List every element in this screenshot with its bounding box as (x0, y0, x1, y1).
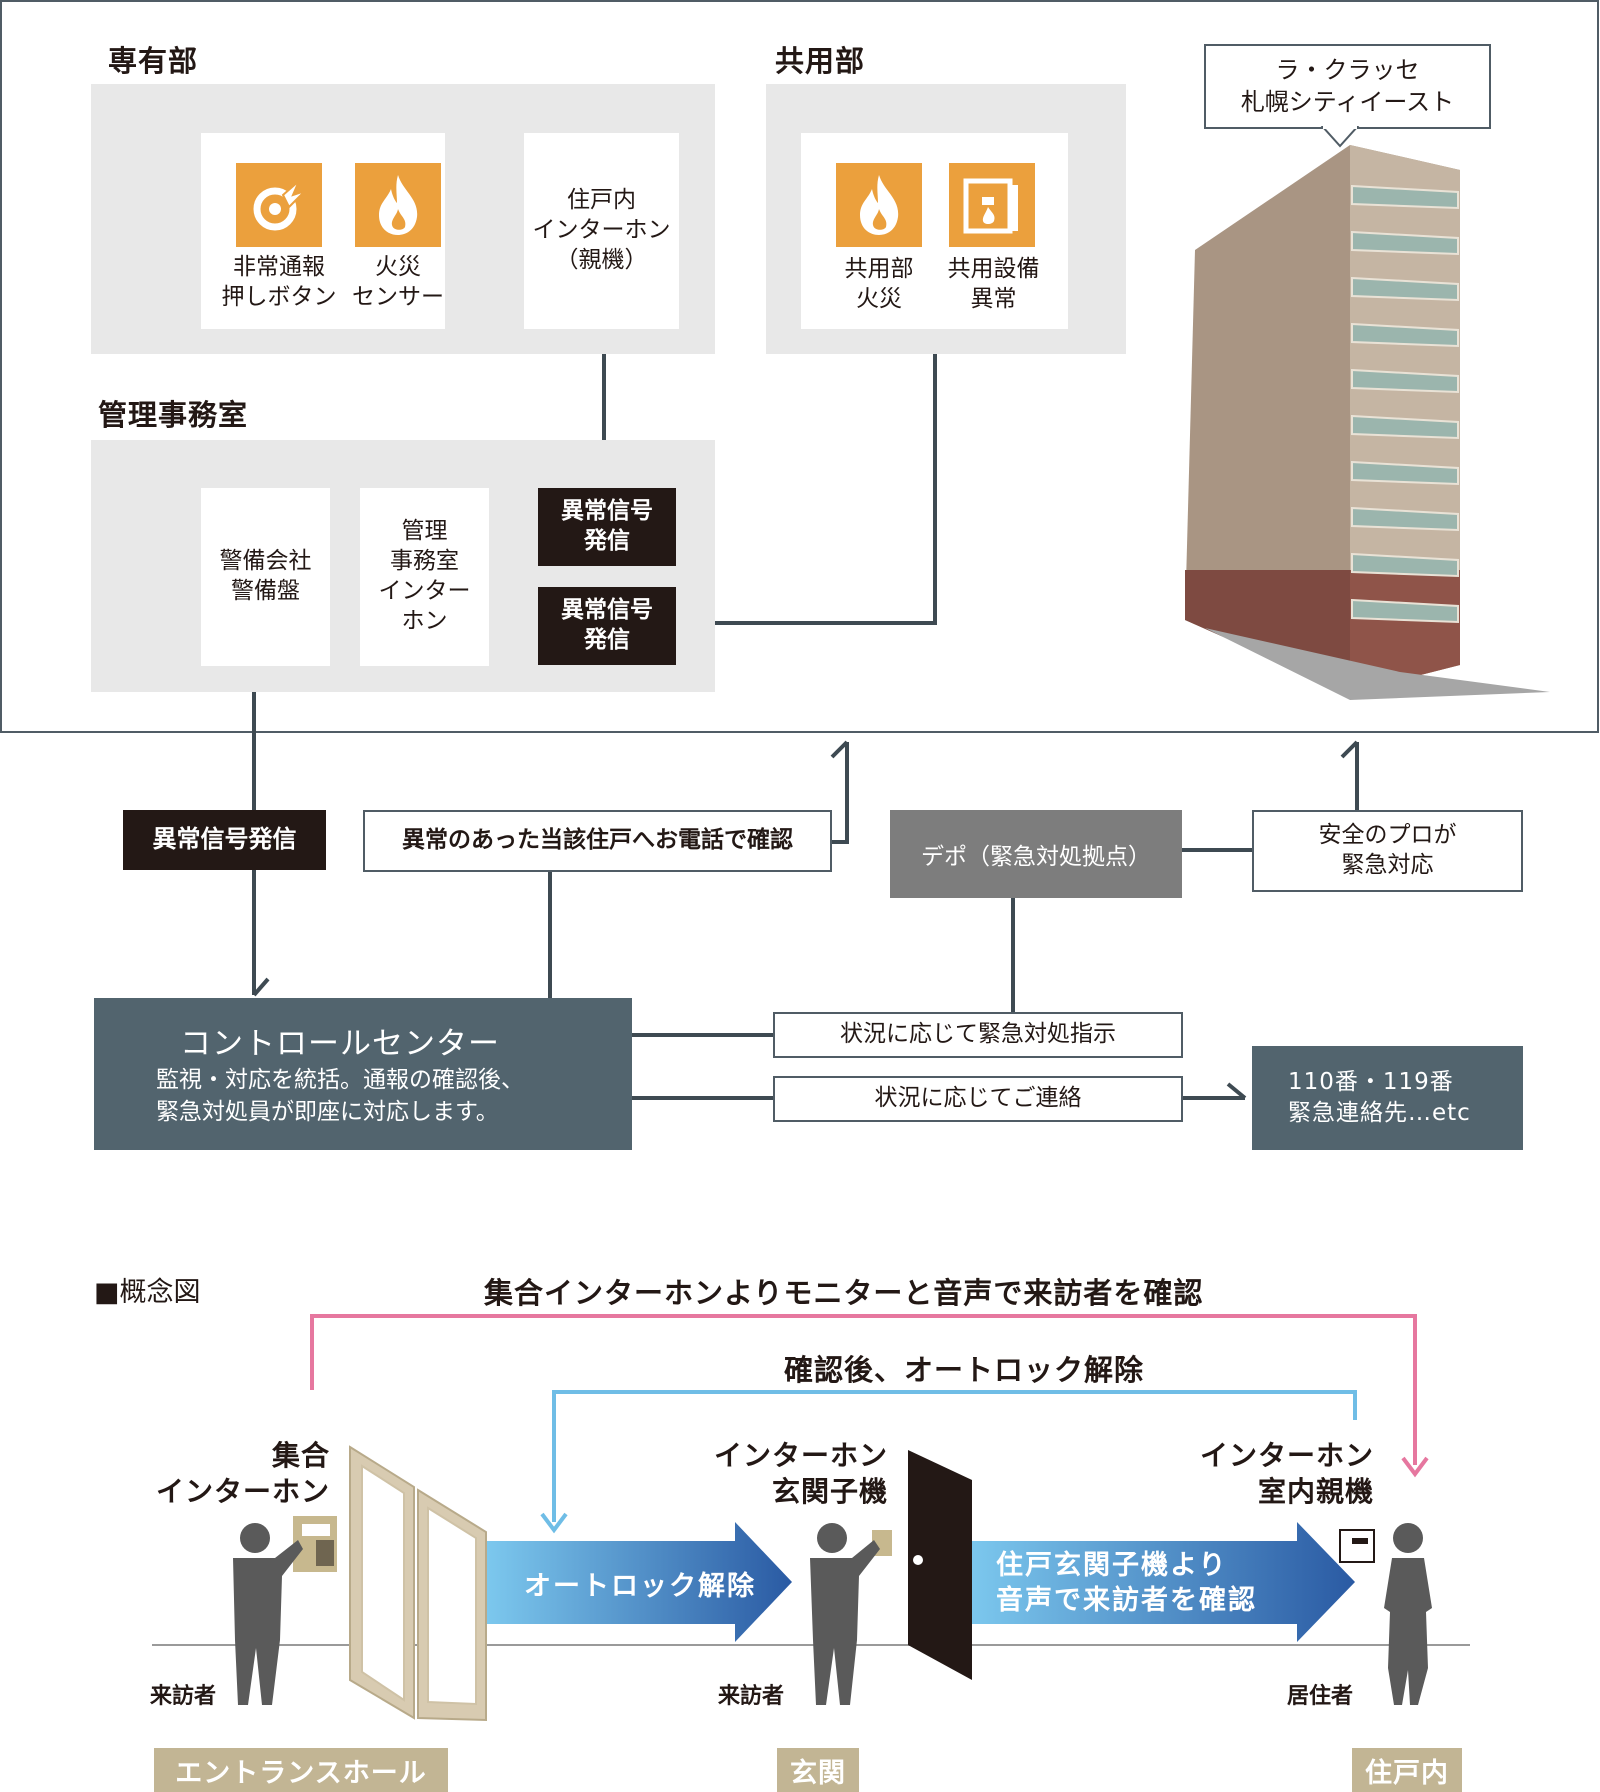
private-sensors-card: 非常通報 押しボタン 火災 センサー (201, 133, 445, 329)
zone-front-door: 玄関 (777, 1748, 859, 1792)
control-center-box: コントロールセンター 監視・対応を統括。通報の確認後、 緊急対処員が即座に対応し… (94, 998, 632, 1150)
building-balcony (1351, 322, 1459, 348)
visitor-2-silhouette (810, 1523, 880, 1705)
indoor-monitor-illustration (1339, 1529, 1375, 1563)
common-area-title: 共用部 (775, 44, 866, 78)
emergency-instruction-box: 状況に応じて緊急対処指示 (773, 1012, 1183, 1058)
private-area-title: 専有部 (108, 44, 199, 78)
management-office-title: 管理事務室 (98, 398, 249, 432)
voice-confirm-arrow (970, 1522, 1355, 1642)
building-balcony (1351, 184, 1459, 210)
monitor-voice-confirm-label: 集合インターホンよりモニターと音声で来訪者を確認 (484, 1276, 1204, 1310)
resident-label: 居住者 (1287, 1684, 1354, 1709)
common-sensors-card: 共用部 火災 共用設備 異常 (801, 133, 1068, 329)
building-name-callout: ラ・クラッセ 札幌シティイースト (1204, 44, 1491, 129)
emergency-button-label: 非常通報 押しボタン (221, 254, 337, 310)
autolock-release-label: 確認後、オートロック解除 (784, 1353, 1145, 1387)
office-intercom-box: 管理 事務室 インター ホン (360, 488, 489, 666)
fire-sensor-flame-icon (355, 163, 441, 247)
visitor-label-1: 来訪者 (150, 1684, 217, 1709)
line-phone-up (832, 742, 849, 844)
keypad-illustration (293, 1516, 337, 1572)
control-center-description: 監視・対応を統括。通報の確認後、 緊急対処員が即座に対応します。 (156, 1067, 524, 1126)
resident-silhouette (1384, 1523, 1432, 1705)
emergency-numbers-box: 110番・119番 緊急連絡先…etc (1252, 1046, 1523, 1150)
building-illustration (1185, 145, 1550, 700)
building-balcony (1351, 506, 1459, 532)
visitor-1-silhouette (233, 1523, 303, 1705)
signal-send-tag: 異常信号発信 (123, 810, 326, 870)
abnormal-signal-tag-2: 異常信号 発信 (538, 587, 676, 665)
contact-box: 状況に応じてご連絡 (773, 1076, 1183, 1122)
building-balcony (1351, 598, 1459, 624)
building-balcony (1351, 552, 1459, 578)
zone-inside-unit: 住戸内 (1352, 1748, 1462, 1792)
pink-loop-line (310, 1314, 1417, 1465)
equipment-alarm-icon (949, 163, 1035, 247)
control-center-title: コントロールセンター (180, 1026, 500, 1062)
security-panel-box: 警備会社 警備盤 (201, 488, 330, 666)
voice-confirm-arrow-label: 住戸玄関子機より 音声で来訪者を確認 (996, 1550, 1257, 1617)
zone-entrance-hall: エントランスホール (154, 1748, 448, 1792)
front-door-illustration (908, 1450, 972, 1680)
building-balcony (1351, 276, 1459, 302)
entrance-door-illustration (349, 1445, 487, 1722)
equipment-fault-label: 共用設備 異常 (947, 256, 1040, 312)
building-balcony (1351, 368, 1459, 394)
emergency-call-icon (236, 163, 322, 247)
blue-loop-line (552, 1390, 1357, 1522)
security-frame (0, 0, 1599, 733)
entrance-subunit-label: インターホン 玄関子機 (713, 1439, 888, 1509)
phone-confirm-box: 異常のあった当該住戸へお電話で確認 (363, 810, 832, 872)
building-balcony (1351, 460, 1459, 486)
depot-box: デポ（緊急対処拠点） (890, 810, 1182, 898)
fire-sensor-label: 火災 センサー (352, 254, 444, 310)
autolock-arrow (487, 1522, 792, 1642)
visitor-label-2: 来訪者 (718, 1684, 785, 1709)
line-common-to-tag2 (676, 330, 937, 625)
collective-intercom-label: 集合 インターホン (155, 1439, 330, 1509)
concept-heading: ■概念図 (94, 1277, 201, 1308)
common-fire-label: 共用部 火災 (844, 256, 914, 312)
common-fire-flame-icon (836, 163, 922, 247)
building-balcony (1351, 414, 1459, 440)
indoor-intercom-master-box: 住戸内 インターホン （親機） (524, 133, 679, 329)
indoor-master-label: インターホン 室内親機 (1199, 1439, 1374, 1509)
abnormal-signal-tag-1: 異常信号 発信 (538, 488, 676, 566)
autolock-arrow-label: オートロック解除 (524, 1571, 756, 1602)
callout-pointer (1320, 126, 1360, 148)
building-balcony (1351, 230, 1459, 256)
pro-response-box: 安全のプロが 緊急対応 (1252, 810, 1523, 892)
